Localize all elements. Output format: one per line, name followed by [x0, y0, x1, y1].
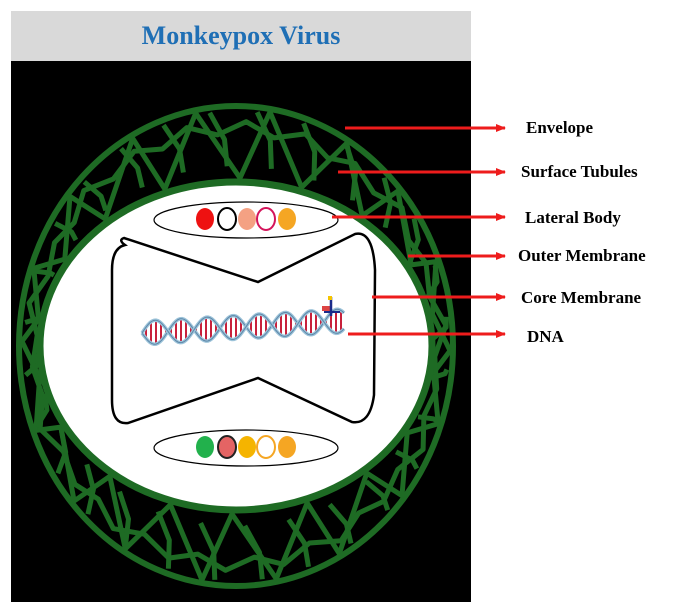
title-bar: Monkeypox Virus: [11, 11, 471, 61]
label-envelope: Envelope: [526, 118, 594, 137]
label-core-membrane: Core Membrane: [521, 288, 642, 307]
label-outer-membrane: Outer Membrane: [518, 246, 646, 265]
label-dna: DNA: [527, 327, 565, 346]
lateral-body-dot: [196, 436, 214, 458]
lateral-body-dot: [257, 208, 275, 230]
lateral-body-dot: [238, 208, 256, 230]
lateral-body-top: [154, 202, 338, 238]
page-title: Monkeypox Virus: [142, 21, 341, 51]
lateral-body-dot: [257, 436, 275, 458]
lateral-body-dot: [196, 208, 214, 230]
lateral-body-dot: [238, 436, 256, 458]
lateral-body-dot: [218, 436, 236, 458]
lateral-body-dot: [278, 208, 296, 230]
lateral-body-dot: [278, 436, 296, 458]
lateral-body-bottom: [154, 430, 338, 466]
label-lateral-body: Lateral Body: [525, 208, 621, 227]
label-surface-tubules: Surface Tubules: [521, 162, 638, 181]
lateral-body-dot: [218, 208, 236, 230]
